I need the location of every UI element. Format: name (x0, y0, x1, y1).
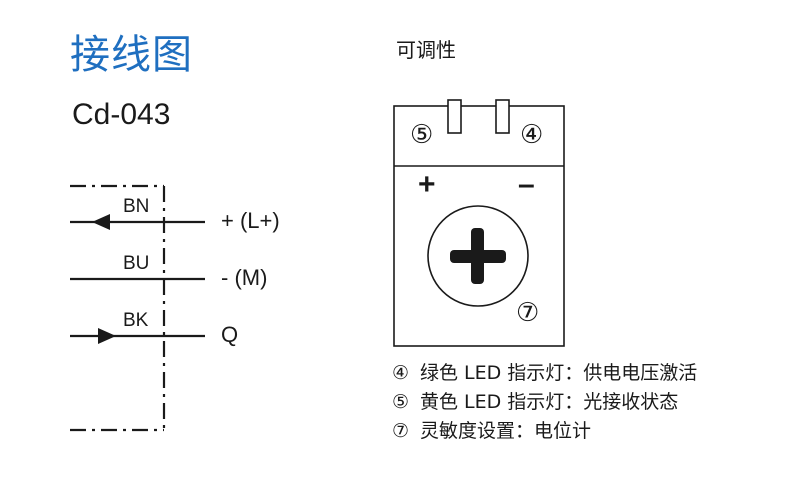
terminal-bu: - (M) (221, 265, 268, 290)
legend-item-7: ⑦ 灵敏度设置：电位计 (392, 416, 591, 443)
sensor-enclosure (70, 184, 166, 432)
wire-code-bn: BN (123, 196, 150, 217)
sensor-panel (393, 99, 565, 347)
potentiometer-cross-v (471, 228, 484, 284)
led-window-yellow (447, 99, 462, 134)
arrow-right-icon (98, 328, 116, 344)
wire-code-bk: BK (123, 310, 149, 331)
terminal-bn: + (L+) (221, 208, 280, 233)
legend-text: 黄色 LED 指示灯：光接收状态 (420, 391, 679, 413)
led-window-green (495, 99, 510, 134)
panel-mark-4: ④ (520, 120, 544, 150)
terminal-bk: Q (221, 322, 239, 347)
legend-num: ⑤ (392, 391, 410, 413)
plus-sign: + (418, 168, 436, 201)
arrow-left-icon (92, 214, 110, 230)
panel-mark-7: ⑦ (516, 298, 540, 328)
wire-bk (70, 328, 205, 344)
model-number: Cd-043 (72, 98, 171, 131)
legend-num: ④ (392, 362, 410, 384)
legend-item-5: ⑤ 黄色 LED 指示灯：光接收状态 (392, 387, 678, 414)
legend-text: 灵敏度设置：电位计 (420, 420, 592, 442)
minus-sign: – (518, 168, 535, 201)
wire-code-bu: BU (123, 253, 150, 274)
legend-text: 绿色 LED 指示灯：供电电压激活 (420, 362, 698, 384)
legend-num: ⑦ (392, 420, 410, 442)
panel-mark-5: ⑤ (410, 120, 434, 150)
adjustability-title: 可调性 (396, 38, 456, 62)
wire-bn (70, 214, 205, 230)
page-title: 接线图 (70, 32, 193, 78)
legend-item-4: ④ 绿色 LED 指示灯：供电电压激活 (392, 358, 697, 385)
